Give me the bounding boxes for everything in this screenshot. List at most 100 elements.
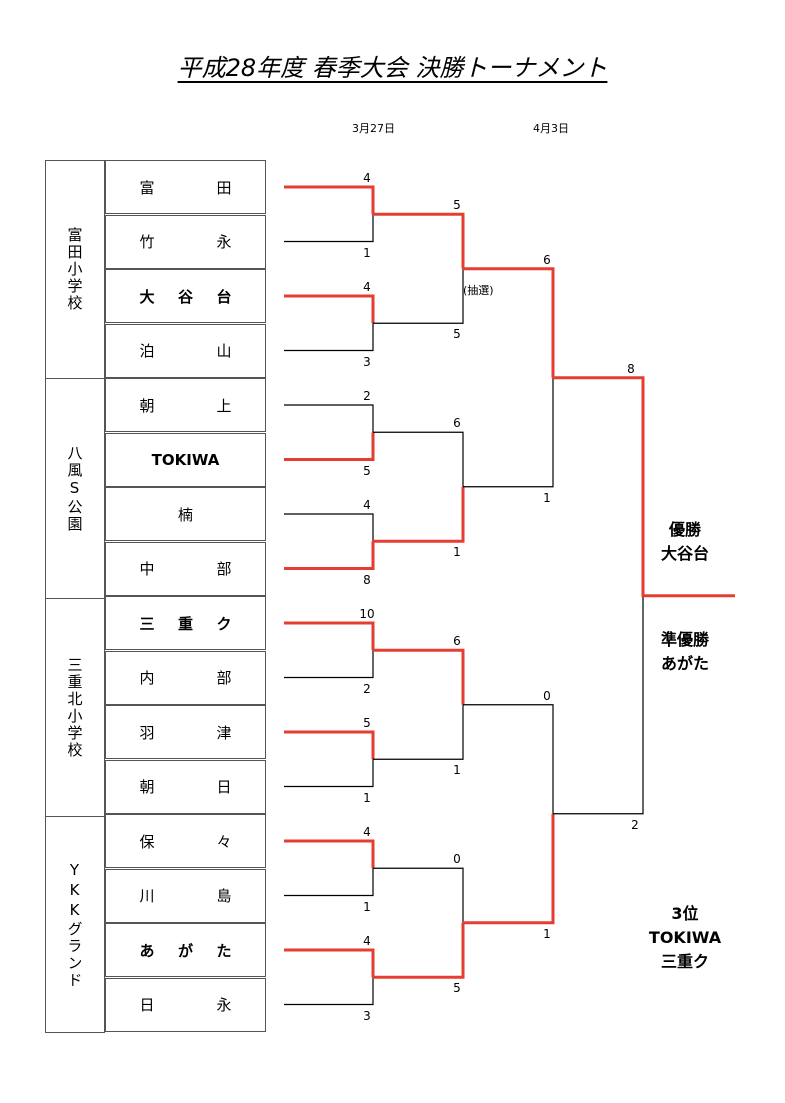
team-name: 富田 [140, 177, 232, 198]
bracket-line-winner [373, 648, 465, 705]
team-name: 大谷台 [140, 286, 232, 307]
team-name-char: ク [216, 614, 232, 633]
third-place-block: 3位 TOKIWA 三重ク [630, 902, 740, 974]
team-row: 羽津 [105, 705, 266, 759]
team-name-char: 朝 [139, 778, 155, 796]
team-name: 日永 [140, 994, 232, 1015]
bracket-line-loser [373, 704, 464, 760]
score-label: 8 [363, 572, 371, 587]
bracket-line-winner [284, 432, 375, 461]
team-row: 朝日 [105, 759, 266, 814]
score-label: 8 [627, 361, 635, 376]
team-name: 中部 [140, 558, 232, 579]
score-label: 2 [363, 681, 371, 696]
team-row: 川島 [105, 868, 266, 923]
team-name-char: 富 [139, 178, 155, 197]
date-round1: 3月27日 [352, 122, 395, 135]
score-label: 1 [453, 545, 461, 560]
team-name: 泊山 [140, 340, 232, 361]
bracket-line-loser [284, 759, 374, 788]
bracket-line-loser [373, 431, 464, 487]
bracket-line-winner [553, 376, 735, 598]
venue-label: 三重北小学校 [65, 656, 84, 759]
bracket-line-loser [284, 977, 374, 1006]
team-name: 保々 [140, 831, 232, 852]
team-name-char: 部 [216, 560, 232, 578]
team-name: 内部 [140, 667, 232, 688]
bracket-line-winner [463, 267, 555, 378]
team-row: 中部 [105, 541, 266, 596]
team-name-char: 保 [139, 832, 155, 851]
team-row: 富田 [105, 160, 266, 214]
team-name-char: 川 [139, 887, 155, 905]
team-name-char: 大 [139, 287, 155, 306]
team-name-char: 々 [216, 832, 232, 851]
score-label: 4 [363, 498, 371, 512]
bracket-line-winner [284, 730, 375, 760]
bracket-line-winner [284, 948, 375, 978]
team-name: 羽津 [140, 722, 232, 743]
team-name-char: 永 [216, 233, 232, 251]
team-name-char: 羽 [139, 723, 155, 742]
score-label: 5 [453, 198, 461, 213]
runnerup-block: 準優勝 あがた [630, 628, 740, 676]
team-row: TOKIWA [105, 432, 266, 487]
third-team-1: TOKIWA [648, 928, 722, 947]
score-label: 0 [543, 688, 551, 703]
bracket-line-loser [553, 595, 644, 815]
bracket-line-loser [373, 268, 464, 324]
bracket-line-loser [284, 513, 374, 542]
team-name-char: 谷 [177, 287, 193, 306]
runnerup-label: 準優勝 [660, 630, 709, 649]
team-name-char: 泊 [139, 342, 155, 360]
team-name-char: 台 [216, 287, 232, 306]
bracket-line-winner [373, 486, 465, 543]
bracket-line-winner [284, 839, 375, 869]
team-name-char: 上 [216, 396, 232, 415]
team-row: 日永 [105, 977, 266, 1032]
score-label: 4 [363, 825, 371, 839]
team-name-char: 竹 [139, 233, 155, 251]
team-row: 大谷台 [105, 269, 266, 323]
team-name: 川島 [140, 885, 232, 906]
bracket-line-loser [284, 214, 374, 243]
bracket-line-loser [284, 868, 374, 897]
bracket-line-loser [373, 867, 464, 923]
score-label: 6 [543, 252, 551, 267]
team-name-char: が [177, 941, 193, 960]
team-name: TOKIWA [151, 450, 220, 469]
score-label: 4 [363, 280, 371, 294]
venue-label: 富田小学校 [65, 227, 84, 312]
runnerup-team: あがた [660, 654, 709, 673]
bracket-line-loser [463, 704, 554, 814]
score-label: 3 [363, 1008, 371, 1023]
team-row: 泊山 [105, 323, 266, 378]
score-label: 2 [363, 389, 371, 403]
third-team-2: 三重ク [660, 952, 709, 971]
score-label: 3 [363, 354, 371, 369]
team-name-char: 山 [216, 342, 232, 360]
score-label: 1 [543, 926, 551, 941]
team-name-char: 島 [216, 887, 232, 905]
team-name-char: 中 [139, 560, 155, 578]
date-round3: 4月3日 [533, 122, 569, 135]
lottery-note: (抽選) [463, 284, 494, 297]
bracket-line-loser [284, 404, 374, 433]
score-label: 10 [359, 607, 375, 621]
bracket-line-winner [463, 813, 555, 925]
team-name: 三重ク [140, 613, 232, 634]
bracket-line-winner [284, 541, 375, 570]
champion-label: 優勝 [668, 520, 701, 539]
score-label: 1 [453, 763, 461, 778]
champion-team: 大谷台 [660, 544, 709, 563]
team-name: 朝日 [140, 776, 232, 797]
bracket-line-loser [463, 377, 554, 488]
team-name: 竹永 [140, 231, 232, 252]
bracket-line-winner [373, 922, 465, 979]
team-name-char: あ [139, 941, 155, 960]
team-name-char: 重 [177, 614, 193, 633]
team-row: 保々 [105, 814, 266, 868]
team-name-char: 日 [216, 778, 232, 796]
team-name: 楠 [177, 505, 193, 524]
